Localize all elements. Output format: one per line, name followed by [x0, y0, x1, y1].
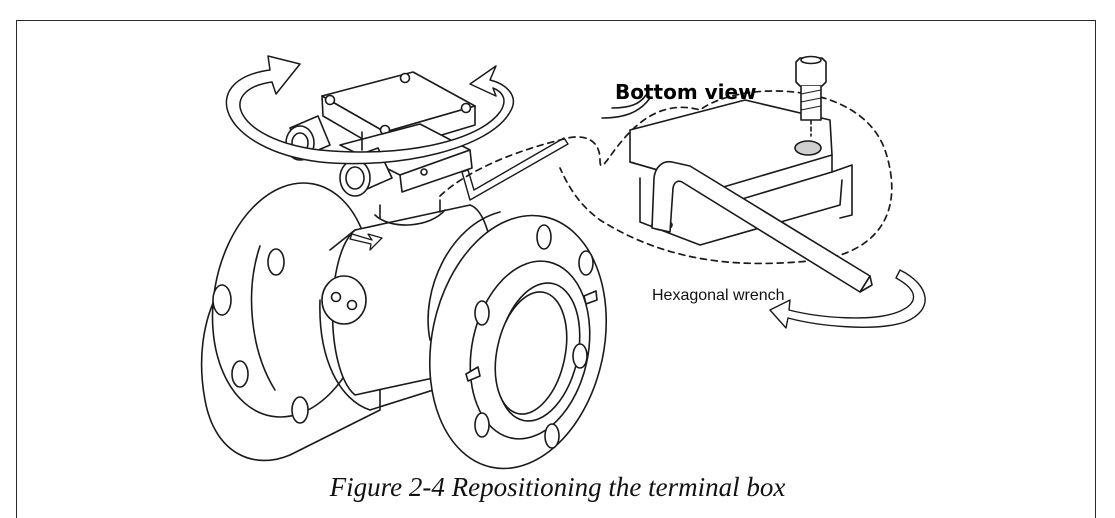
bottom-view-label: Bottom view	[615, 80, 757, 104]
figure-caption: Figure 2-4 Repositioning the terminal bo…	[329, 472, 786, 502]
hex-key-icon	[651, 160, 871, 293]
front-flange	[427, 211, 608, 470]
hex-key-icon	[461, 137, 569, 201]
hexagonal-wrench-label: Hexagonal wrench	[652, 287, 785, 304]
socket-cap-screw-icon	[795, 55, 827, 137]
figure-frame	[16, 20, 1096, 518]
terminal-box	[285, 71, 476, 197]
rotate-arrow-icon	[225, 55, 515, 165]
flow-arrow-icon	[349, 233, 383, 251]
rotate-arrow-icon	[769, 269, 926, 329]
callout-outline	[439, 90, 893, 265]
